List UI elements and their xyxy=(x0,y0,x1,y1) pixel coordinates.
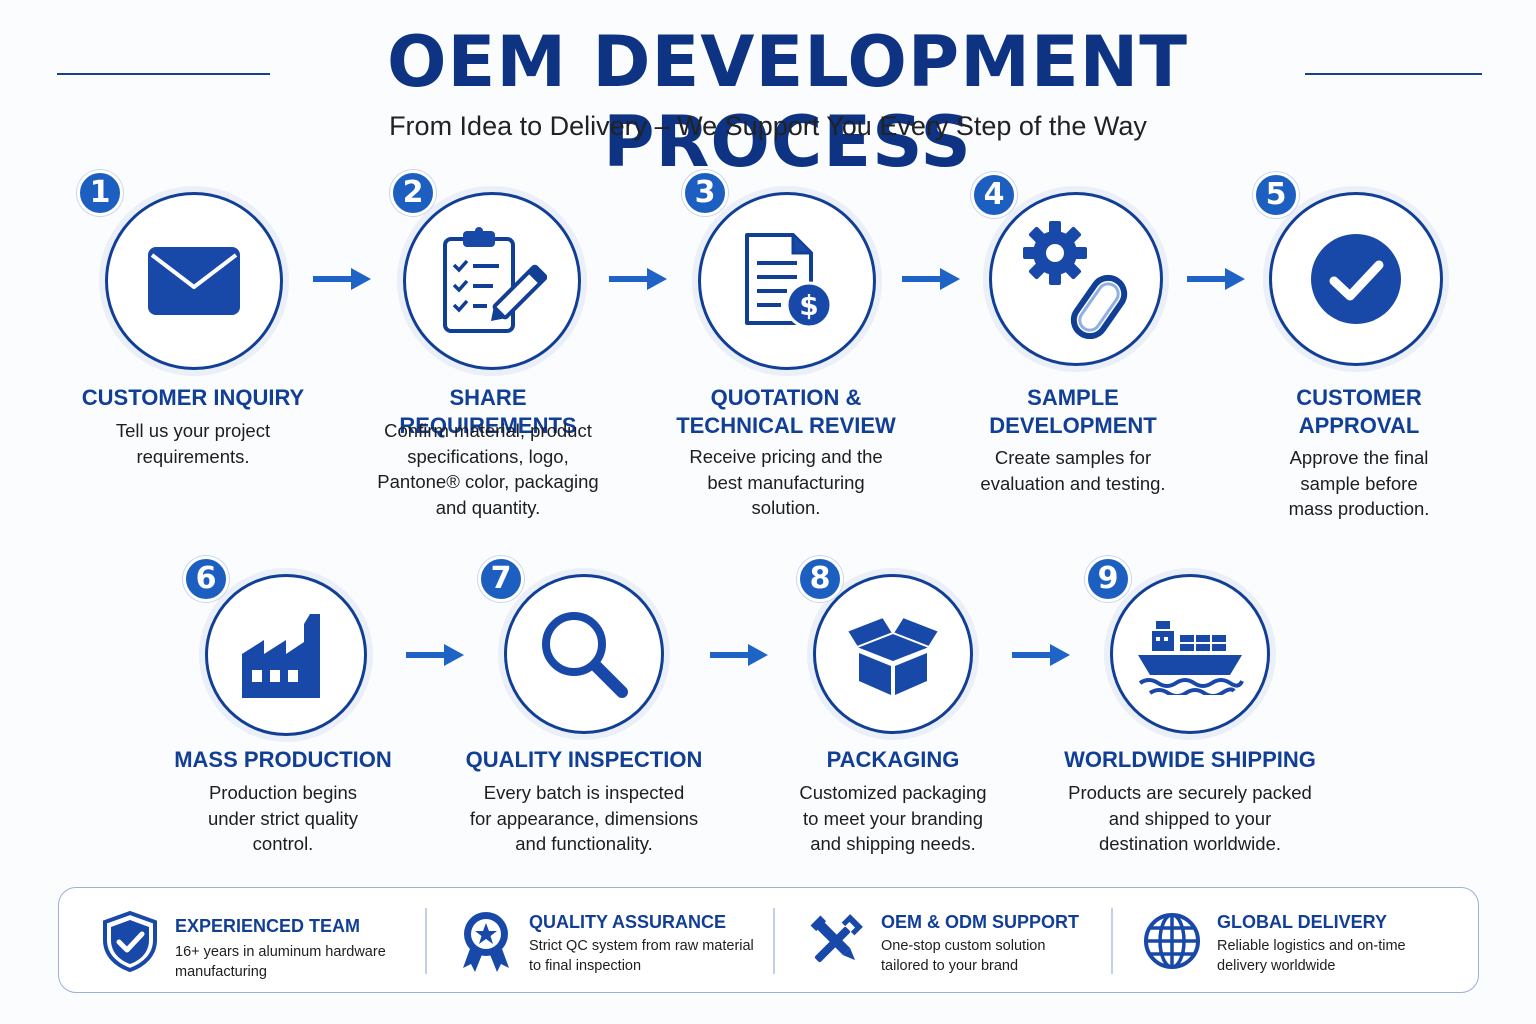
arrow-right-icon xyxy=(1187,268,1245,290)
step-number-badge: 1 xyxy=(77,170,123,216)
step-title: WORLDWIDE SHIPPING xyxy=(1064,747,1316,772)
feature-oem-odm-support: OEM & ODM SUPPORT One-stop custom soluti… xyxy=(805,888,1105,994)
step-number-badge: 4 xyxy=(971,172,1017,218)
step-customer-inquiry: 1 CUSTOMER INQUIRY Tell us your project … xyxy=(63,170,323,490)
feature-global-delivery: GLOBAL DELIVERY Reliable logistics and o… xyxy=(1141,888,1461,994)
step-quotation-technical-review: $ 3 QUOTATION & TECHNICAL REVIEW Receive… xyxy=(656,170,916,520)
step-circle xyxy=(1110,574,1270,734)
arrow-right-icon xyxy=(406,644,464,666)
title-rule-right xyxy=(1305,73,1482,75)
svg-text:$: $ xyxy=(799,289,818,322)
arrow-right-icon xyxy=(609,268,667,290)
arrow-right-icon xyxy=(313,268,371,290)
page-subtitle: From Idea to Delivery – We Support You E… xyxy=(389,111,1147,141)
step-title: SAMPLE DEVELOPMENT xyxy=(989,385,1157,438)
step-number-badge: 2 xyxy=(390,170,436,216)
step-circle xyxy=(504,574,664,734)
step-title: SHARE REQUIREMENTS xyxy=(399,385,577,438)
step-quality-inspection: 7 QUALITY INSPECTION Every batch is insp… xyxy=(454,554,714,854)
features-bar: EXPERIENCED TEAM 16+ years in aluminum h… xyxy=(58,887,1479,993)
step-description: Production begins under strict quality c… xyxy=(207,782,359,854)
step-circle xyxy=(205,574,367,736)
feature-description: Reliable logistics and on-time delivery … xyxy=(1217,938,1406,974)
award-rosette-icon xyxy=(463,912,509,972)
feature-divider xyxy=(1111,908,1113,974)
step-title: PACKAGING xyxy=(826,747,960,772)
arrow-right-icon xyxy=(902,268,960,290)
step-circle xyxy=(813,574,973,734)
step-description: Receive pricing and the best manufacturi… xyxy=(689,446,883,518)
step-description: Products are securely packed and shipped… xyxy=(1068,782,1312,854)
shield-check-icon xyxy=(103,910,157,972)
step-title: MASS PRODUCTION xyxy=(174,747,392,772)
step-description: Customized packaging to meet your brandi… xyxy=(799,782,987,854)
step-title: CUSTOMER APPROVAL xyxy=(1296,385,1422,438)
document-dollar-icon: $ xyxy=(745,233,833,329)
step-circle xyxy=(989,192,1163,366)
step-number-badge: 6 xyxy=(183,556,229,602)
magnifier-icon xyxy=(542,612,628,698)
step-number-badge: 8 xyxy=(797,556,843,602)
clipboard-checklist-icon xyxy=(443,227,547,333)
feature-divider xyxy=(425,908,427,974)
globe-icon xyxy=(1144,913,1200,969)
step-customer-approval: 5 CUSTOMER APPROVAL Approve the final sa… xyxy=(1229,170,1489,520)
feature-title: OEM & ODM SUPPORT xyxy=(881,912,1080,932)
step-description: Confirm material, product specifications… xyxy=(377,420,599,518)
step-number-badge: 9 xyxy=(1085,556,1131,602)
step-title: QUALITY INSPECTION xyxy=(465,747,703,772)
feature-divider xyxy=(773,908,775,974)
step-description: Approve the final sample before mass pro… xyxy=(1288,447,1430,519)
step-circle: $ xyxy=(698,192,876,370)
step-worldwide-shipping: 9 WORLDWIDE SHIPPING Products are secure… xyxy=(1055,554,1325,854)
gear-carabiner-icon xyxy=(1023,221,1128,339)
feature-description: 16+ years in aluminum hardware manufactu… xyxy=(175,944,386,980)
step-description: Every batch is inspected for appearance,… xyxy=(469,782,699,854)
factory-icon xyxy=(242,614,320,698)
step-title: CUSTOMER INQUIRY xyxy=(81,385,305,410)
cargo-ship-icon xyxy=(1138,621,1244,695)
arrow-right-icon xyxy=(1012,644,1070,666)
step-title: QUOTATION & TECHNICAL REVIEW xyxy=(676,385,896,438)
feature-experienced-team: EXPERIENCED TEAM 16+ years in aluminum h… xyxy=(99,888,419,994)
open-box-icon xyxy=(845,615,941,695)
checkmark-circle-icon xyxy=(1311,234,1401,324)
step-circle xyxy=(403,192,581,370)
step-circle xyxy=(105,192,283,370)
title-rule-left xyxy=(57,73,270,75)
step-packaging: 8 PACKAGING Customized packaging to meet… xyxy=(763,554,1023,854)
step-number-badge: 7 xyxy=(478,556,524,602)
step-number-badge: 3 xyxy=(682,170,728,216)
step-share-requirements: 2 SHARE REQUIREMENTS Confirm material, p… xyxy=(358,170,618,520)
feature-quality-assurance: QUALITY ASSURANCE Strict QC system from … xyxy=(455,888,775,994)
step-sample-development: 4 SAMPLE DEVELOPMENT Create samples for … xyxy=(943,170,1203,500)
step-description: Tell us your project requirements. xyxy=(115,420,271,467)
envelope-icon xyxy=(148,247,240,315)
feature-title: QUALITY ASSURANCE xyxy=(529,912,727,932)
feature-title: GLOBAL DELIVERY xyxy=(1217,912,1388,932)
step-description: Create samples for evaluation and testin… xyxy=(980,447,1166,494)
page-title: OEM DEVELOPMENT PROCESS xyxy=(387,21,1188,183)
step-number-badge: 5 xyxy=(1253,172,1299,218)
feature-description: Strict QC system from raw material to fi… xyxy=(529,938,754,974)
arrow-right-icon xyxy=(710,644,768,666)
step-mass-production: 6 MASS PRODUCTION Production begins unde… xyxy=(153,554,413,854)
feature-title: EXPERIENCED TEAM xyxy=(175,916,361,936)
tools-icon xyxy=(810,914,863,963)
feature-description: One-stop custom solution tailored to you… xyxy=(881,938,1046,974)
step-circle xyxy=(1269,192,1443,366)
